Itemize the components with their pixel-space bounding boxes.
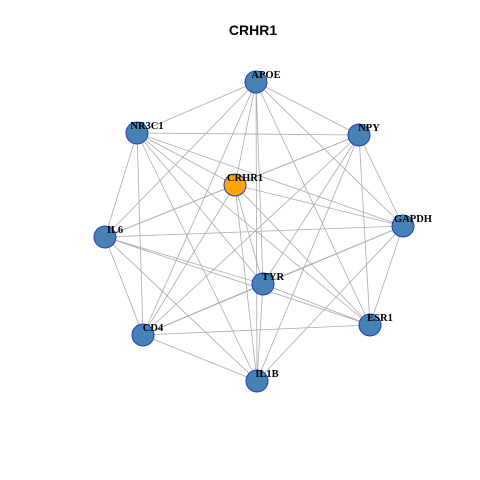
edge-apoe-crhr1: [234, 81, 257, 186]
node-label-npy: NPY: [358, 123, 380, 134]
node-esr1: ESR1: [358, 313, 393, 337]
edge-il1b-tyr: [256, 283, 264, 382]
node-circle-npy: [347, 123, 371, 147]
edge-esr1-nr3c1: [136, 132, 371, 326]
edge-cd4-il6: [104, 236, 144, 336]
edge-nr3c1-tyr: [136, 132, 264, 285]
node-tyr: TYR: [251, 272, 285, 296]
node-circle-crhr1: [223, 173, 247, 197]
edge-esr1-il6: [104, 236, 371, 326]
edge-gapdh-il1b: [256, 225, 404, 382]
node-label-crhr1: CRHR1: [227, 173, 263, 184]
edge-apoe-npy: [255, 81, 360, 136]
node-label-gapdh: GAPDH: [394, 214, 432, 225]
edge-cd4-nr3c1: [136, 132, 144, 336]
edge-il6-crhr1: [104, 184, 236, 238]
node-il1b: IL1B: [245, 369, 279, 393]
edge-npy-nr3c1: [136, 132, 360, 136]
node-circle-esr1: [358, 313, 382, 337]
node-apoe: APOE: [244, 70, 281, 94]
graph-title: CRHR1: [229, 22, 277, 38]
edge-apoe-esr1: [255, 81, 371, 326]
edge-esr1-cd4: [142, 324, 371, 336]
node-label-esr1: ESR1: [367, 313, 393, 324]
edge-il1b-il6: [104, 236, 258, 382]
node-cd4: CD4: [131, 323, 164, 347]
edge-gapdh-esr1: [369, 225, 404, 326]
edge-gapdh-nr3c1: [136, 132, 404, 227]
node-npy: NPY: [347, 123, 380, 147]
edge-cd4-tyr: [142, 283, 264, 336]
edge-apoe-gapdh: [255, 81, 404, 227]
node-circle-il1b: [245, 369, 269, 393]
node-label-apoe: APOE: [251, 70, 280, 81]
edge-gapdh-crhr1: [234, 184, 404, 227]
edge-nr3c1-crhr1: [136, 132, 236, 186]
edge-il6-nr3c1: [104, 132, 138, 238]
edge-gapdh-il6: [104, 225, 404, 238]
node-circle-cd4: [131, 323, 155, 347]
edge-npy-cd4: [142, 134, 360, 336]
node-label-nr3c1: NR3C1: [130, 121, 163, 132]
edge-il6-tyr: [104, 236, 264, 285]
node-circle-il6: [93, 225, 117, 249]
node-circle-apoe: [244, 70, 268, 94]
edge-apoe-il6: [104, 81, 257, 238]
node-label-cd4: CD4: [143, 323, 164, 334]
node-circle-tyr: [251, 272, 275, 296]
node-label-tyr: TYR: [262, 272, 285, 283]
edge-il1b-nr3c1: [136, 132, 258, 382]
edge-il1b-cd4: [142, 334, 258, 382]
edge-crhr1-tyr: [234, 184, 264, 285]
edge-apoe-tyr: [255, 81, 264, 285]
node-circle-gapdh: [391, 214, 415, 238]
edge-esr1-crhr1: [234, 184, 371, 326]
edge-npy-gapdh: [358, 134, 404, 227]
node-il6: IL6: [93, 225, 123, 249]
edge-npy-tyr: [262, 134, 360, 285]
edge-apoe-nr3c1: [136, 81, 257, 134]
edge-cd4-crhr1: [142, 184, 236, 336]
edge-layer: [104, 81, 404, 382]
node-label-il6: IL6: [107, 225, 123, 236]
node-circle-nr3c1: [125, 121, 149, 145]
node-label-il1b: IL1B: [255, 369, 278, 380]
edge-esr1-tyr: [262, 283, 371, 326]
node-nr3c1: NR3C1: [125, 121, 164, 145]
edge-il1b-crhr1: [234, 184, 258, 382]
edge-npy-esr1: [358, 134, 371, 326]
node-crhr1: CRHR1: [223, 173, 263, 197]
node-gapdh: GAPDH: [391, 214, 432, 238]
edge-npy-il1b: [256, 134, 360, 382]
